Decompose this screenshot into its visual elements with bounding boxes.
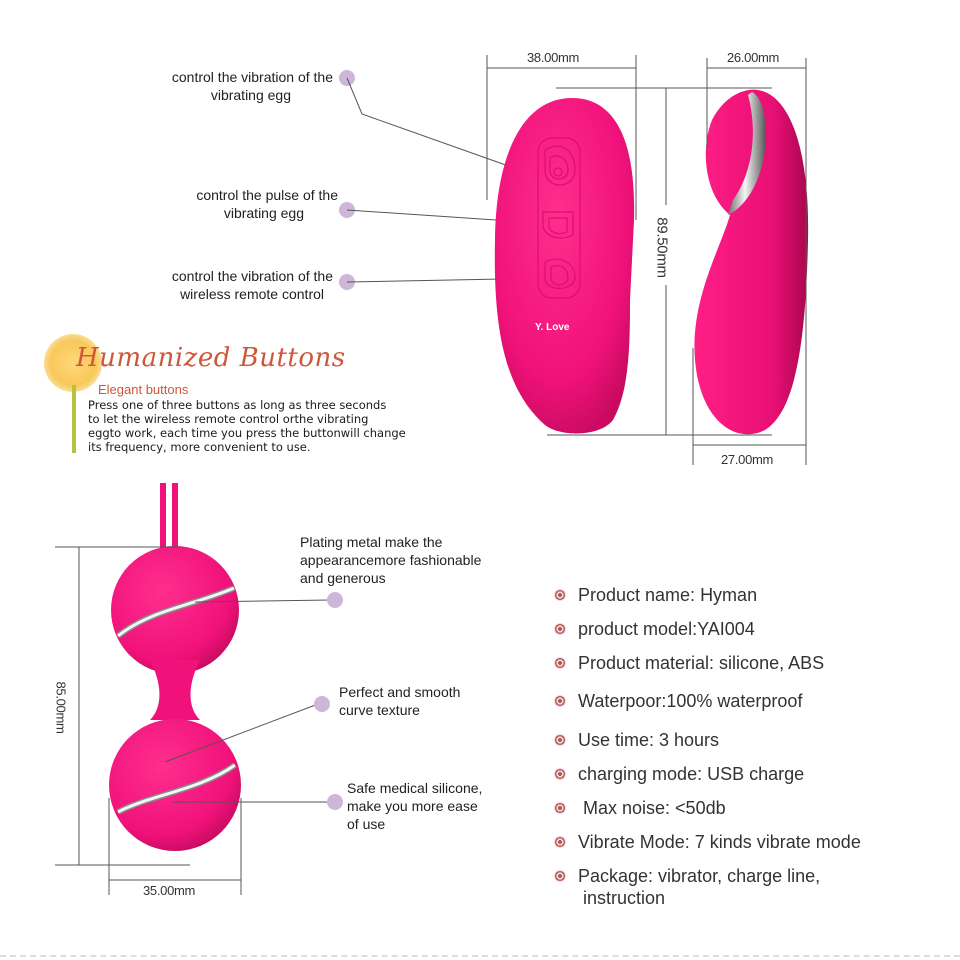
spec-list: Product name: Hyman product model:YAI004…: [554, 584, 954, 909]
callout-vibration-egg: control the vibration of the vibrating e…: [171, 69, 333, 103]
callout-medical-silicone: Safe medical silicone, make you more eas…: [347, 780, 483, 832]
remote-diagram: Y. Love: [346, 55, 809, 465]
dim-front-width: 38.00mm: [527, 50, 580, 65]
egg-diagram: [55, 483, 331, 895]
callout-vibration-remote: control the vibration of the wireless re…: [171, 268, 333, 302]
footer-divider: [0, 955, 960, 957]
target-bullet-icon: [554, 589, 566, 601]
dandelion-stem: [72, 385, 76, 453]
target-bullet-icon: [554, 695, 566, 707]
target-bullet-icon: [554, 734, 566, 746]
target-bullet-icon: [554, 870, 566, 882]
dim-egg-height: 85.00mm: [53, 681, 69, 734]
callout-smooth-curve: Perfect and smooth curve texture: [339, 684, 461, 718]
dim-side-bottom-width: 27.00mm: [721, 452, 774, 467]
callout-pulse-egg: control the pulse of the vibrating egg: [196, 187, 338, 221]
callout-dot: [327, 794, 343, 810]
target-bullet-icon: [554, 802, 566, 814]
dandelion-icon: [44, 334, 102, 392]
feature-title: Humanized Buttons: [76, 343, 346, 373]
dim-egg-width: 35.00mm: [143, 883, 196, 898]
callout-dot: [327, 592, 343, 608]
spec-item: product model:YAI004: [554, 618, 954, 640]
spec-item: Waterpoor:100% waterproof: [554, 690, 954, 712]
target-bullet-icon: [554, 623, 566, 635]
spec-item: charging mode: USB charge: [554, 763, 954, 785]
spec-item: Max noise: <50db: [554, 797, 954, 819]
spec-item: Vibrate Mode: 7 kinds vibrate mode: [554, 831, 954, 853]
spec-item: Package: vibrator, charge line, instruct…: [554, 865, 954, 909]
feature-subtitle: Elegant buttons: [98, 382, 189, 397]
target-bullet-icon: [554, 657, 566, 669]
spec-item: Product name: Hyman: [554, 584, 954, 606]
feature-description: Press one of three buttons as long as th…: [88, 398, 406, 454]
callout-dot: [314, 696, 330, 712]
spec-item: Use time: 3 hours: [554, 729, 954, 751]
target-bullet-icon: [554, 768, 566, 780]
target-bullet-icon: [554, 836, 566, 848]
dim-side-top-width: 26.00mm: [727, 50, 780, 65]
callout-plating-metal: Plating metal make the appearancemore fa…: [300, 534, 482, 586]
brand-logo: Y. Love: [535, 322, 570, 333]
dim-remote-height: 89.50mm: [653, 217, 671, 278]
spec-item: Product material: silicone, ABS: [554, 652, 954, 674]
